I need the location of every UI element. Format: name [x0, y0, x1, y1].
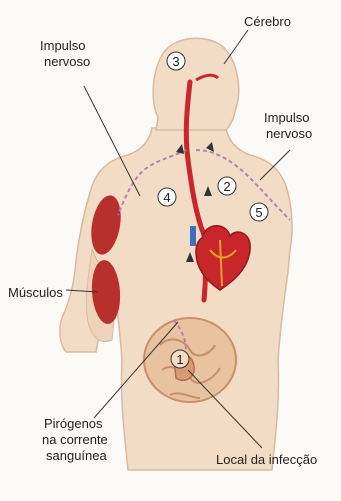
- label-pirogenos-line3: sanguínea: [46, 448, 107, 463]
- marker-3: 3: [167, 52, 185, 70]
- marker-2: 2: [218, 177, 236, 195]
- label-local-infeccao: Local da infecção: [216, 452, 317, 467]
- marker-3-text: 3: [172, 54, 179, 69]
- label-pirogenos-line2: na corrente: [42, 432, 108, 447]
- label-impulso-right-line1: Impulso: [264, 110, 310, 125]
- intestines: [144, 318, 236, 402]
- marker-1-text: 1: [176, 352, 183, 367]
- marker-5: 5: [250, 203, 268, 221]
- body-silhouette: [60, 38, 292, 470]
- label-musculos: Músculos: [8, 285, 63, 300]
- marker-4-text: 4: [163, 190, 170, 205]
- label-pirogenos-line1: Pirógenos: [44, 416, 103, 431]
- cerebro-leader: [224, 30, 248, 64]
- label-impulso-left-line2: nervoso: [44, 54, 90, 69]
- marker-5-text: 5: [255, 205, 262, 220]
- marker-4: 4: [158, 188, 176, 206]
- marker-1: 1: [171, 350, 189, 368]
- label-cerebro: Cérebro: [244, 14, 291, 29]
- vena-cava: [190, 226, 196, 246]
- head-outline: [153, 38, 238, 130]
- marker-2-text: 2: [223, 179, 230, 194]
- label-impulso-left-line1: Impulso: [40, 38, 86, 53]
- label-impulso-right-line2: nervoso: [266, 126, 312, 141]
